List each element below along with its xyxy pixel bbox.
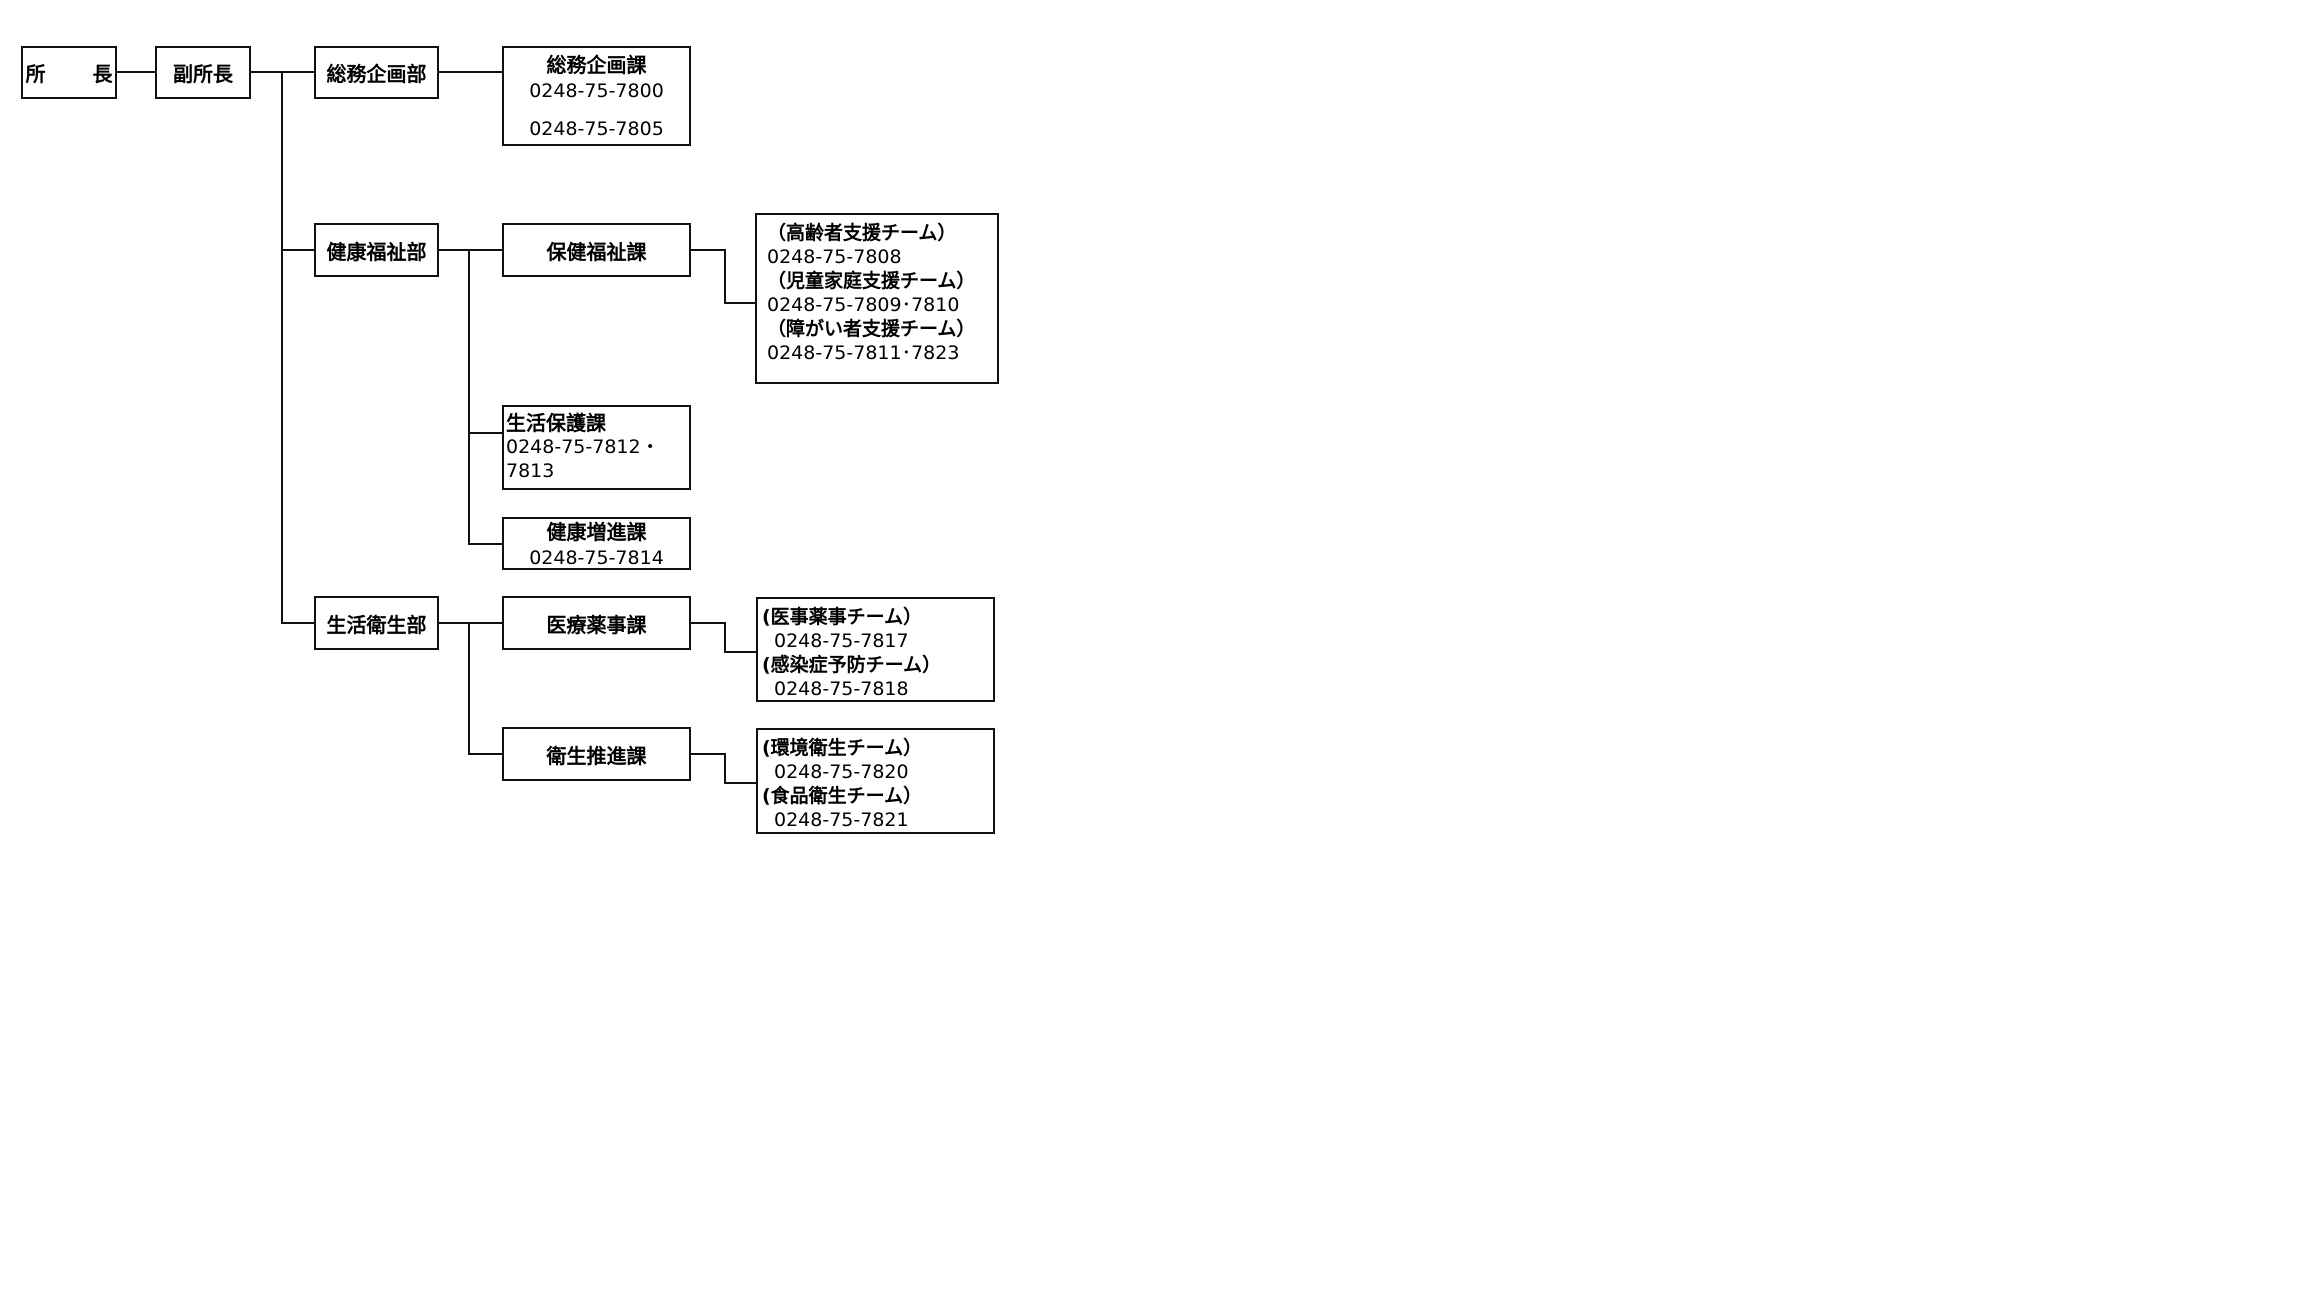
team-elderly-support-phone: 0248-75-7808 xyxy=(767,246,902,268)
section-livelihood-protection-box: 生活保護課 0248-75-7812・ 7813 xyxy=(502,405,691,490)
dept-health-welfare-label: 健康福祉部 xyxy=(326,239,427,264)
section-health-promotion-phone: 0248-75-7814 xyxy=(529,547,664,569)
team-infection-prevention-phone: 0248-75-7818 xyxy=(774,678,909,700)
connector-hygiene-team-h1 xyxy=(690,753,725,755)
connector-trunk-life-hygiene-dept xyxy=(281,622,315,624)
team-medical-pharma-affairs-name: (医事薬事チーム） xyxy=(762,606,923,628)
teams-hygiene-promotion-box: (環境衛生チーム） 0248-75-7820 (食品衛生チーム） 0248-75… xyxy=(756,728,995,834)
connector-trunk-livelihood-section xyxy=(468,432,503,434)
teams-health-welfare-box: （高齢者支援チーム） 0248-75-7808 （児童家庭支援チーム） 0248… xyxy=(755,213,999,384)
section-health-welfare-box: 保健福祉課 xyxy=(502,223,691,277)
section-general-planning-phone-1: 0248-75-7800 xyxy=(529,80,664,102)
connector-medical-team-v xyxy=(724,622,726,652)
section-general-planning-phone-2: 0248-75-7805 xyxy=(529,118,664,140)
connector-health-section-team-v xyxy=(724,249,726,303)
team-child-family-support-name: （児童家庭支援チーム） xyxy=(767,270,976,292)
section-medical-pharma-name: 医療薬事課 xyxy=(546,612,647,637)
section-health-promotion-name: 健康増進課 xyxy=(546,520,647,544)
section-health-promotion-box: 健康増進課 0248-75-7814 xyxy=(502,517,691,570)
section-hygiene-promotion-name: 衛生推進課 xyxy=(546,743,647,768)
director-label: 所 長 xyxy=(25,62,133,86)
connector-medical-team-h2 xyxy=(724,651,756,653)
dept-health-welfare-box: 健康福祉部 xyxy=(314,223,439,277)
connector-health-section-team-h1 xyxy=(690,249,725,251)
connector-trunk-hygiene-section xyxy=(468,753,503,755)
teams-medical-pharma-box: (医事薬事チーム） 0248-75-7817 (感染症予防チーム） 0248-7… xyxy=(756,597,995,702)
team-disability-support-name: （障がい者支援チーム） xyxy=(767,318,976,340)
team-medical-pharma-affairs-phone: 0248-75-7817 xyxy=(774,630,909,652)
dept-general-affairs-label: 総務企画部 xyxy=(326,62,427,86)
connector-hygiene-team-h2 xyxy=(724,782,756,784)
connector-director-deputy xyxy=(116,71,156,73)
dept-general-affairs-box: 総務企画部 xyxy=(314,46,439,99)
section-hygiene-promotion-box: 衛生推進課 xyxy=(502,727,691,781)
connector-medical-team-h1 xyxy=(690,622,725,624)
dept-life-hygiene-label: 生活衛生部 xyxy=(326,612,427,637)
connector-health-dept-section xyxy=(438,249,503,251)
team-environmental-hygiene-name: (環境衛生チーム） xyxy=(762,737,923,759)
deputy-label: 副所長 xyxy=(173,62,233,86)
connector-health-section-team-h2 xyxy=(724,302,756,304)
team-environmental-hygiene-phone: 0248-75-7820 xyxy=(774,761,909,783)
section-general-planning-name: 総務企画課 xyxy=(546,53,647,77)
section-medical-pharma-box: 医療薬事課 xyxy=(502,596,691,650)
team-food-hygiene-phone: 0248-75-7821 xyxy=(774,809,909,831)
team-infection-prevention-name: (感染症予防チーム） xyxy=(762,654,942,676)
section-livelihood-protection-phone-line-2: 7813 xyxy=(506,460,555,482)
connector-life-dept-section xyxy=(438,622,503,624)
connector-department-trunk xyxy=(281,71,283,623)
team-child-family-support-phone: 0248-75-7809･7810 xyxy=(767,294,960,316)
director-box: 所 長 xyxy=(21,46,117,99)
section-general-planning-box: 総務企画課 0248-75-7800 0248-75-7805 xyxy=(502,46,691,146)
dept-life-hygiene-box: 生活衛生部 xyxy=(314,596,439,650)
connector-trunk-promotion-section xyxy=(468,543,503,545)
section-livelihood-protection-name: 生活保護課 xyxy=(506,411,606,435)
team-food-hygiene-name: (食品衛生チーム） xyxy=(762,785,923,807)
connector-trunk-health-welfare-dept xyxy=(281,249,315,251)
section-health-welfare-name: 保健福祉課 xyxy=(546,239,647,264)
connector-life-section-trunk xyxy=(468,622,470,754)
team-elderly-support-name: （高齢者支援チーム） xyxy=(767,222,957,244)
team-disability-support-phone: 0248-75-7811･7823 xyxy=(767,342,960,364)
connector-health-section-trunk xyxy=(468,249,470,544)
connector-hygiene-team-v xyxy=(724,753,726,783)
section-livelihood-protection-phone-line-1: 0248-75-7812・ xyxy=(506,436,660,458)
deputy-box: 副所長 xyxy=(155,46,251,99)
connector-general-dept-section xyxy=(438,71,503,73)
